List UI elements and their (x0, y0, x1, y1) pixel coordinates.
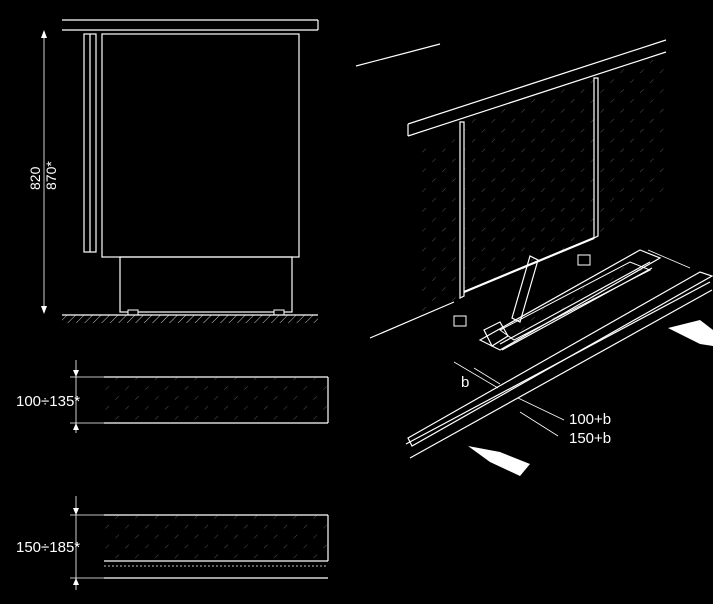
plinth-section-high (70, 496, 329, 590)
b-label: b (461, 374, 469, 391)
perspective-installation-view (355, 39, 713, 476)
appliance-side-view (41, 19, 319, 323)
dim-100b-label: 100+b (569, 411, 611, 428)
height-870-label: 870* (43, 161, 59, 190)
plinth-low-label: 100÷135* (16, 393, 80, 410)
plinth-section-low (70, 360, 329, 433)
height-820-label: 820 (27, 166, 43, 190)
plinth-high-label: 150÷185* (16, 539, 80, 556)
dim-150b-label: 150+b (569, 430, 611, 447)
